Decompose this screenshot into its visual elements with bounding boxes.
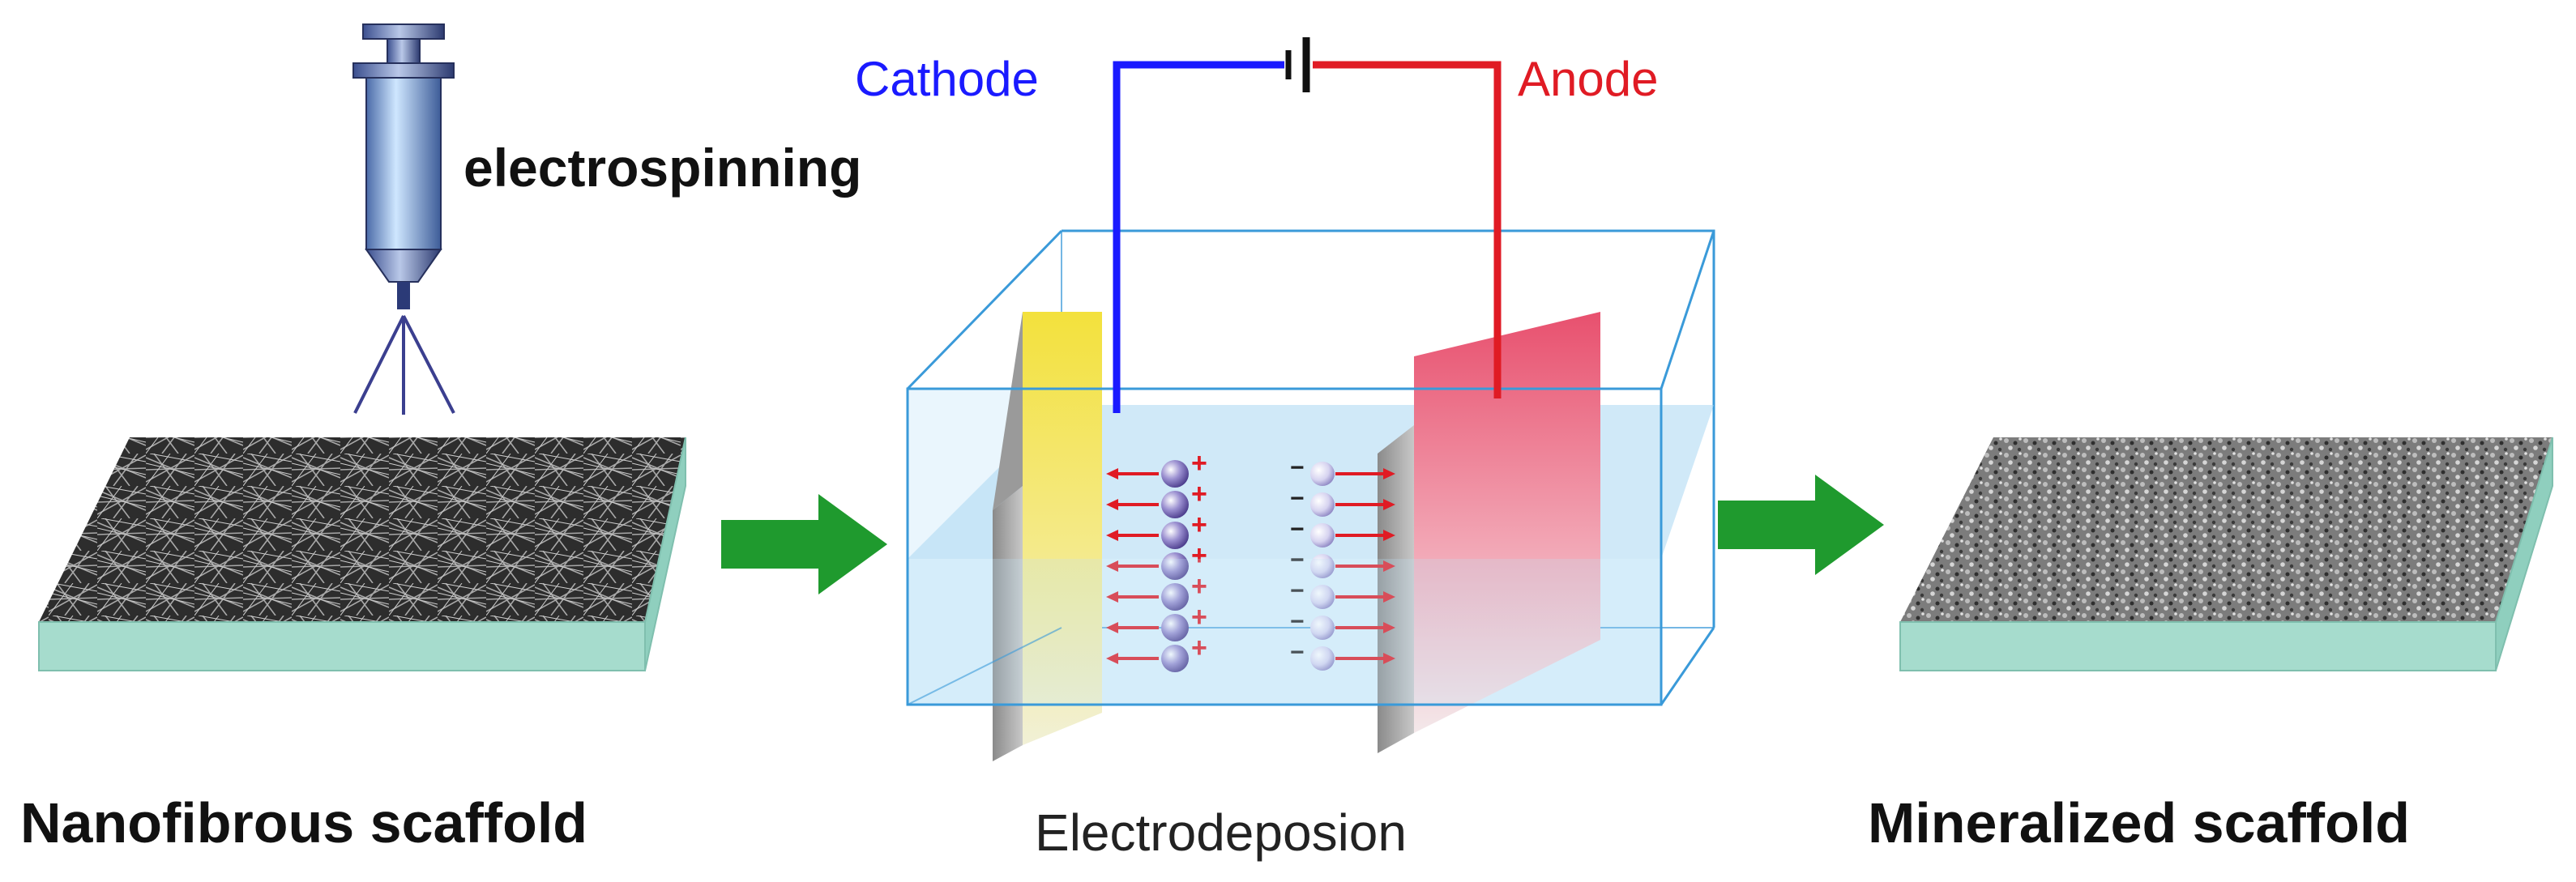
- mineralized-scaffold-caption: Mineralized scaffold: [1868, 791, 2410, 854]
- cation-icon: [1161, 552, 1189, 580]
- cation-arrowhead: [1106, 468, 1118, 479]
- process-arrow-icon: [1718, 475, 1884, 575]
- cation-icon: [1161, 460, 1189, 488]
- cathode-wire: [1113, 61, 1284, 413]
- cation-arrowhead: [1106, 530, 1118, 541]
- anion-icon: [1310, 646, 1335, 671]
- cathode-label: Cathode: [855, 52, 1039, 106]
- nanofibrous-scaffold: [38, 437, 686, 671]
- process-arrow-icon: [721, 494, 887, 594]
- cation-arrowhead: [1106, 560, 1118, 572]
- electrospinning-label: electrospinning: [464, 138, 861, 198]
- anion-icon: [1310, 585, 1335, 609]
- anion-charge: −: [1290, 516, 1305, 543]
- anion-arrowhead: [1383, 468, 1395, 479]
- anion-arrowhead: [1383, 530, 1395, 541]
- electrodeposition-caption: Electrodeposion: [1035, 803, 1407, 862]
- anode-wire: [1313, 61, 1502, 398]
- anion-icon: [1310, 492, 1335, 517]
- syringe-icon: [352, 23, 455, 415]
- anion-charge: −: [1290, 485, 1305, 512]
- battery-icon: [1285, 37, 1310, 92]
- anion-arrowhead: [1383, 622, 1395, 633]
- cation-charge: +: [1191, 633, 1207, 663]
- cation-icon: [1161, 645, 1189, 672]
- cation-arrowhead: [1106, 622, 1118, 633]
- cation-arrowhead: [1106, 591, 1118, 603]
- anion-arrowhead: [1383, 653, 1395, 664]
- cation-charge: +: [1191, 479, 1207, 509]
- cation-arrowhead: [1106, 499, 1118, 510]
- cation-arrowhead: [1106, 653, 1118, 664]
- mineralized-scaffold: [1899, 437, 2553, 671]
- cation-icon: [1161, 583, 1189, 611]
- circuit: [1113, 37, 1502, 413]
- anion-arrowhead: [1383, 591, 1395, 603]
- tank-front-glass: [906, 229, 1715, 706]
- anode-label: Anode: [1518, 52, 1659, 106]
- cation-charge: +: [1191, 448, 1207, 479]
- cation-icon: [1161, 522, 1189, 549]
- anion-charge: −: [1290, 577, 1305, 604]
- anion-icon: [1310, 616, 1335, 640]
- anion-arrowhead: [1383, 560, 1395, 572]
- anion-charge: −: [1290, 454, 1305, 481]
- cation-icon: [1161, 491, 1189, 518]
- anion-charge: −: [1290, 608, 1305, 635]
- ion-flow: + − + − + − + − + − + − + −: [1106, 448, 1395, 672]
- cation-charge: +: [1191, 602, 1207, 633]
- anion-charge: −: [1290, 547, 1305, 573]
- anion-arrowhead: [1383, 499, 1395, 510]
- anion-charge: −: [1290, 639, 1305, 666]
- cation-charge: +: [1191, 571, 1207, 602]
- cation-charge: +: [1191, 540, 1207, 571]
- anion-icon: [1310, 462, 1335, 486]
- nanofibrous-scaffold-caption: Nanofibrous scaffold: [20, 791, 587, 854]
- cation-charge: +: [1191, 509, 1207, 540]
- anion-icon: [1310, 523, 1335, 548]
- cation-icon: [1161, 614, 1189, 641]
- anion-icon: [1310, 554, 1335, 578]
